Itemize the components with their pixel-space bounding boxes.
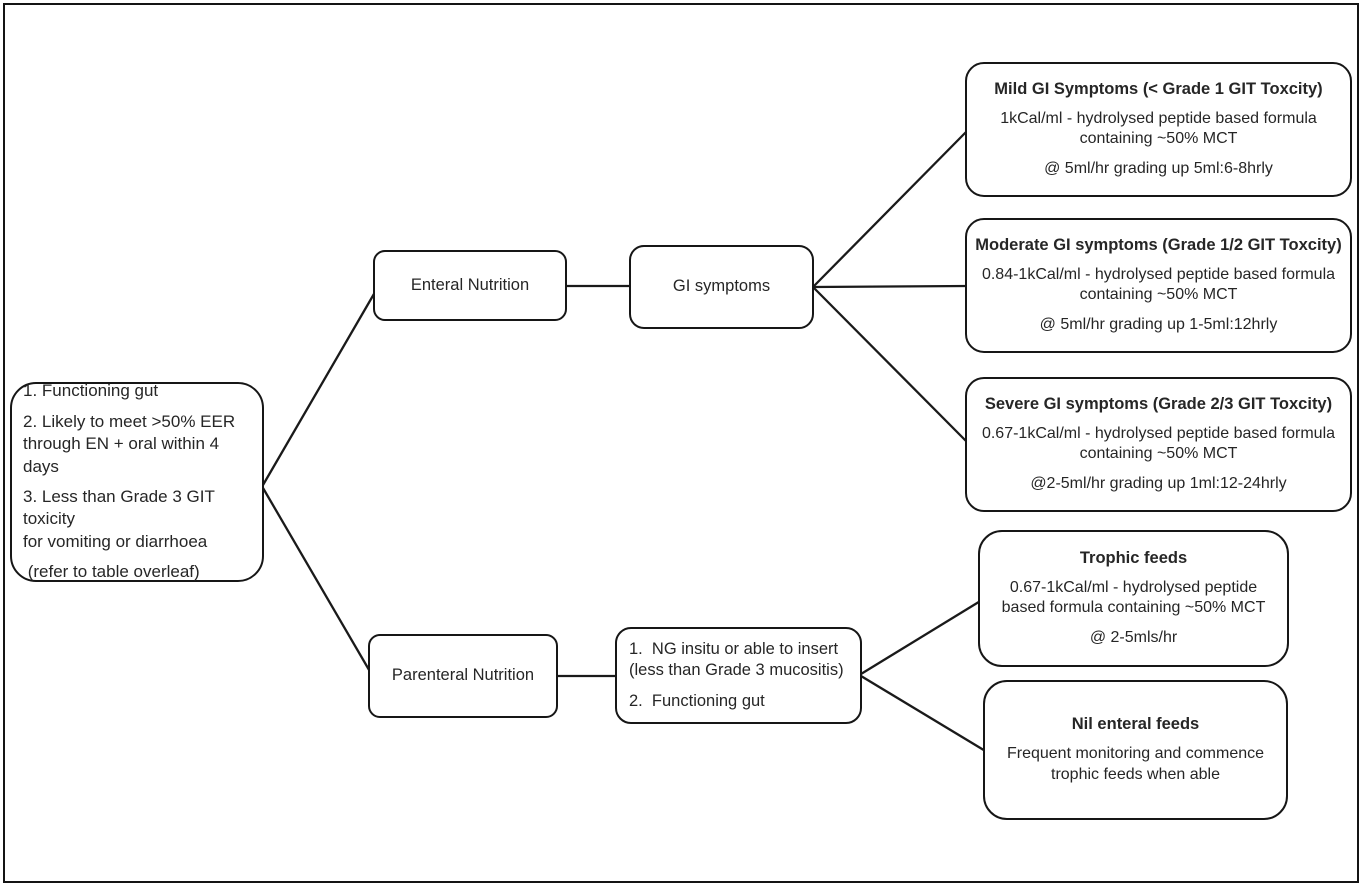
enteral-nutrition-label: Enteral Nutrition (410, 275, 530, 294)
ng-criteria-line-1: 1. NG insitu or able to insert (629, 639, 839, 658)
mild-gi-body-line-2: containing ~50% MCT (1079, 130, 1238, 148)
connector-ng-to-trophic (860, 599, 983, 675)
trophic-feeds-rate: @ 2-5mls/hr (1089, 629, 1178, 647)
enteral-nutrition-box: Enteral Nutrition (373, 250, 567, 321)
nil-enteral-feeds-title: Nil enteral feeds (1071, 715, 1200, 734)
severe-gi-body-line-2: containing ~50% MCT (1079, 445, 1238, 463)
connector-gi-to-mild (812, 129, 969, 288)
nil-enteral-feeds-box: Nil enteral feeds Frequent monitoring an… (983, 680, 1288, 820)
moderate-gi-symptoms-box: Moderate GI symptoms (Grade 1/2 GIT Toxc… (965, 218, 1352, 353)
severe-gi-title: Severe GI symptoms (Grade 2/3 GIT Toxcit… (984, 395, 1333, 414)
nil-enteral-feeds-body-line-2: trophic feeds when able (1051, 765, 1220, 783)
trophic-feeds-box: Trophic feeds 0.67-1kCal/ml - hydrolysed… (978, 530, 1289, 667)
mild-gi-symptoms-box: Mild GI Symptoms (< Grade 1 GIT Toxcity)… (965, 62, 1352, 197)
mild-gi-body-line-1: 1kCal/ml - hydrolysed peptide based form… (1000, 109, 1317, 127)
moderate-gi-title: Moderate GI symptoms (Grade 1/2 GIT Toxc… (975, 236, 1342, 255)
gi-symptoms-label: GI symptoms (672, 277, 771, 296)
mild-gi-rate: @ 5ml/hr grading up 5ml:6-8hrly (1044, 160, 1273, 178)
criteria-line-2: 2. Likely to meet >50% EER (23, 411, 236, 431)
connector-ng-to-nil (860, 675, 988, 753)
trophic-feeds-title: Trophic feeds (1079, 549, 1188, 568)
parenteral-nutrition-box: Parenteral Nutrition (368, 634, 558, 718)
severe-gi-symptoms-box: Severe GI symptoms (Grade 2/3 GIT Toxcit… (965, 377, 1352, 512)
ng-criteria-line-3: 2. Functioning gut (629, 692, 765, 711)
severe-gi-rate: @2-5ml/hr grading up 1ml:12-24hrly (1030, 475, 1287, 493)
moderate-gi-rate: @ 5ml/hr grading up 1-5ml:12hrly (1039, 316, 1278, 334)
trophic-feeds-body-line-1: 0.67-1kCal/ml - hydrolysed peptide (1009, 578, 1258, 596)
criteria-box: 1. Functioning gut 2. Likely to meet >50… (10, 381, 264, 582)
severe-gi-body-line-1: 0.67-1kCal/ml - hydrolysed peptide based… (981, 424, 1336, 442)
connector-gi-to-severe (812, 286, 969, 444)
criteria-line-4: 3. Less than Grade 3 GIT toxicity (23, 487, 215, 529)
gi-symptoms-box: GI symptoms (629, 245, 814, 329)
criteria-line-1: 1. Functioning gut (23, 381, 159, 401)
criteria-line-3: through EN + oral within 4 days (23, 434, 220, 476)
trophic-feeds-body-line-2: based formula containing ~50% MCT (1001, 599, 1266, 617)
mild-gi-title: Mild GI Symptoms (< Grade 1 GIT Toxcity) (994, 80, 1323, 99)
connector-criteria-to-parenteral (262, 487, 373, 676)
criteria-line-5: for vomiting or diarrhoea (23, 531, 208, 551)
moderate-gi-body-line-1: 0.84-1kCal/ml - hydrolysed peptide based… (981, 265, 1336, 283)
ng-criteria-box: 1. NG insitu or able to insert (less tha… (615, 627, 862, 724)
connector-gi-to-moderate (812, 284, 969, 289)
parenteral-nutrition-label: Parenteral Nutrition (391, 666, 535, 685)
nil-enteral-feeds-body-line-1: Frequent monitoring and commence (1006, 744, 1265, 762)
ng-criteria-line-2: (less than Grade 3 mucositis) (629, 660, 844, 679)
connector-criteria-to-enteral (262, 286, 379, 486)
criteria-line-6: (refer to table overleaf) (23, 562, 200, 582)
moderate-gi-body-line-2: containing ~50% MCT (1079, 286, 1238, 304)
